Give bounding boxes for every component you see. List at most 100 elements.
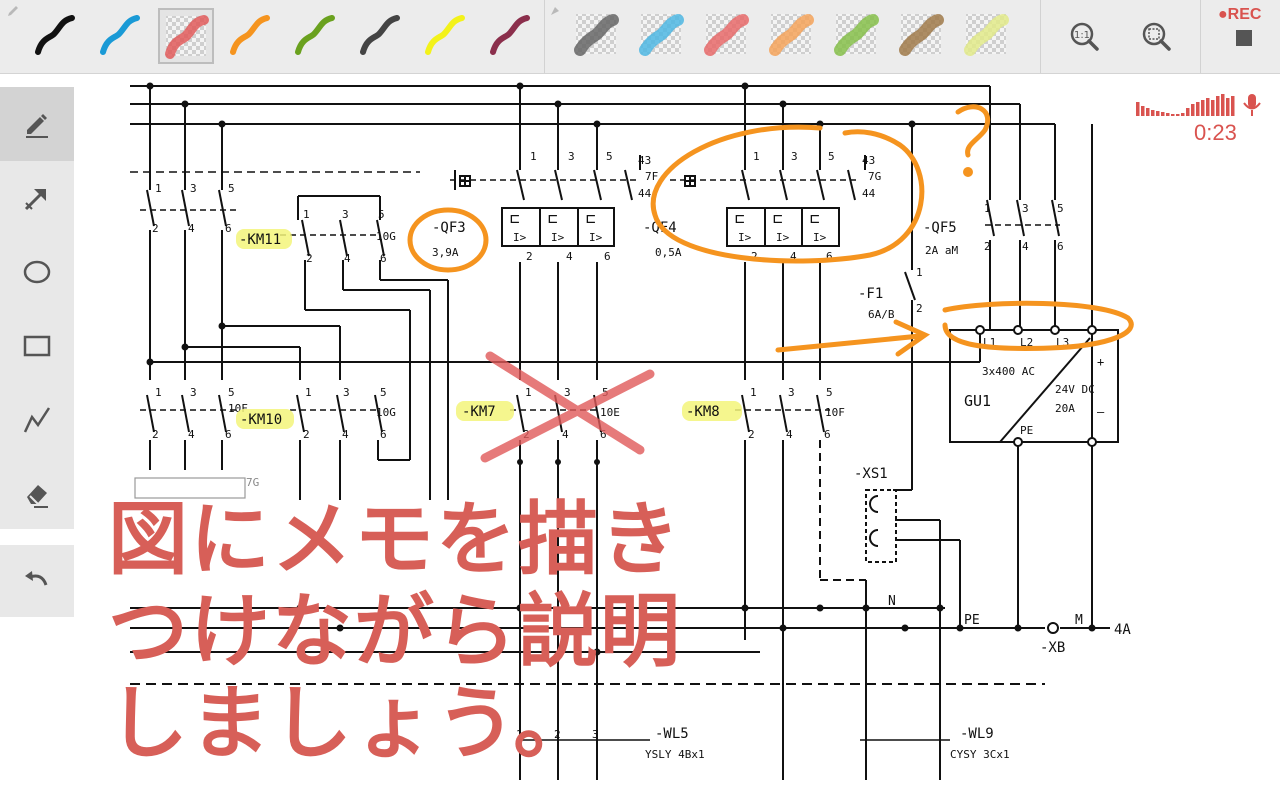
svg-text:4: 4 (1022, 240, 1029, 253)
svg-text:2: 2 (526, 250, 533, 263)
meter-bar (1181, 113, 1185, 116)
zoom-actual-size-button[interactable]: 1:1 (1066, 18, 1106, 58)
rectangle-tool-button[interactable] (0, 309, 74, 383)
meter-bar (1166, 113, 1170, 116)
microphone-icon (1243, 94, 1261, 116)
red-highlighter-swatch-icon (704, 14, 749, 56)
drawing-canvas[interactable]: -F1 6A/B -QF3 3,9A -QF4 0,5A -QF5 2A aM … (0, 74, 1280, 800)
svg-text:1:1: 1:1 (1074, 30, 1090, 41)
svg-text:5: 5 (228, 386, 235, 399)
blue-highlighter-button[interactable] (635, 8, 691, 64)
gu1-output-current: 20A (1055, 402, 1075, 415)
yellow-pen-swatch-icon (425, 15, 465, 55)
svg-text:4: 4 (786, 428, 793, 441)
svg-text:4: 4 (188, 428, 195, 441)
yellow-pen-button[interactable] (418, 8, 474, 64)
audio-level-meter (1136, 94, 1261, 116)
freehand-line-tool-button[interactable] (0, 383, 74, 457)
orange-ellipse-qf4 (650, 124, 925, 264)
arrow-tool-button[interactable] (0, 161, 74, 235)
light-yellow-highlighter-button[interactable] (960, 8, 1016, 64)
svg-text:2: 2 (984, 240, 991, 253)
meter-bar (1196, 102, 1200, 116)
blue-pen-swatch-icon (100, 15, 140, 55)
gray-highlighter-button[interactable] (570, 8, 626, 64)
eraser-icon (27, 485, 48, 508)
svg-text:3: 3 (788, 386, 795, 399)
orange-pen-button[interactable] (223, 8, 279, 64)
stop-recording-button[interactable] (1236, 30, 1252, 46)
undo-button[interactable] (0, 545, 74, 617)
green-pen-button[interactable] (288, 8, 344, 64)
svg-text:⊏: ⊏ (586, 209, 596, 228)
dark-gray-pen-swatch-icon (360, 15, 400, 55)
ellipse-tool-button[interactable] (0, 235, 74, 309)
black-pen-button[interactable] (28, 8, 84, 64)
svg-text:6: 6 (380, 252, 387, 265)
zoom-one-to-one-icon: 1:1 (1070, 22, 1099, 51)
svg-text:2: 2 (152, 222, 159, 235)
tool-sidebar (0, 87, 74, 529)
arrow-icon (24, 189, 46, 211)
red-pattern-pen-button[interactable] (158, 8, 214, 64)
orange-annotations (407, 104, 1134, 357)
blue-highlighter-swatch-icon (639, 14, 684, 56)
svg-text:6: 6 (600, 428, 607, 441)
yellow-highlights (236, 229, 742, 429)
f1-rating: 6A/B (868, 308, 895, 321)
breaker-symbols: I>I>I> I>I>I> ⊏⊏⊏ ⊏⊏⊏ +– (510, 209, 1105, 419)
maroon-pen-button[interactable] (483, 8, 539, 64)
orange-highlighter-swatch-icon (769, 14, 814, 56)
svg-text:5: 5 (606, 150, 613, 163)
svg-text:5: 5 (228, 182, 235, 195)
red-pattern-pen-swatch-icon (165, 15, 209, 59)
blue-pen-button[interactable] (93, 8, 149, 64)
svg-text:2: 2 (303, 428, 310, 441)
rectangle-icon (23, 335, 51, 357)
svg-text:4: 4 (188, 222, 195, 235)
pen-tool-icon (8, 6, 18, 16)
junction-dots (146, 82, 1096, 656)
svg-text:I>: I> (738, 231, 752, 244)
svg-text:5: 5 (380, 386, 387, 399)
wl5-label: -WL5 (655, 726, 689, 742)
ref-44-qf3: 44 (638, 187, 652, 200)
ref-10g-upper: 10G (376, 230, 396, 243)
maroon-pen-swatch-icon (490, 15, 530, 55)
svg-text:⊏: ⊏ (773, 209, 783, 228)
ref-7f: 7F (645, 170, 658, 183)
eraser-tool-button[interactable] (0, 457, 74, 531)
highlighter-tool-icon (551, 7, 559, 15)
meter-bar (1201, 100, 1205, 116)
undo-icon (25, 571, 48, 586)
svg-text:I>: I> (776, 231, 790, 244)
pen-tool-button[interactable] (0, 87, 74, 161)
zoom-fit-button[interactable] (1138, 18, 1178, 58)
svg-text:2: 2 (152, 428, 159, 441)
green-pen-swatch-icon (295, 15, 335, 55)
green-highlighter-button[interactable] (830, 8, 886, 64)
svg-text:2: 2 (916, 302, 923, 315)
svg-text:3: 3 (791, 150, 798, 163)
dark-gray-pen-button[interactable] (353, 8, 409, 64)
svg-text:⊏: ⊏ (510, 209, 520, 228)
svg-text:⊏: ⊏ (548, 209, 558, 228)
meter-bar (1221, 94, 1225, 116)
svg-text:1: 1 (753, 150, 760, 163)
red-highlighter-button[interactable] (700, 8, 756, 64)
svg-text:3: 3 (343, 386, 350, 399)
meter-bar (1146, 108, 1150, 116)
recording-controls: ●REC (1202, 0, 1280, 73)
gu1-label: GU1 (964, 392, 991, 410)
wl9-cable-type: CYSY 3Cx1 (950, 748, 1010, 761)
brown-highlighter-button[interactable] (895, 8, 951, 64)
svg-text:5: 5 (826, 386, 833, 399)
orange-highlighter-button[interactable] (765, 8, 821, 64)
pencil-icon (26, 114, 48, 138)
svg-text:4: 4 (342, 428, 349, 441)
caption-line-3: しましょう。 (108, 677, 596, 770)
caption-line-2: つけながら説明 (108, 585, 682, 678)
qf3-label: -QF3 (432, 220, 466, 236)
svg-text:5: 5 (378, 208, 385, 221)
